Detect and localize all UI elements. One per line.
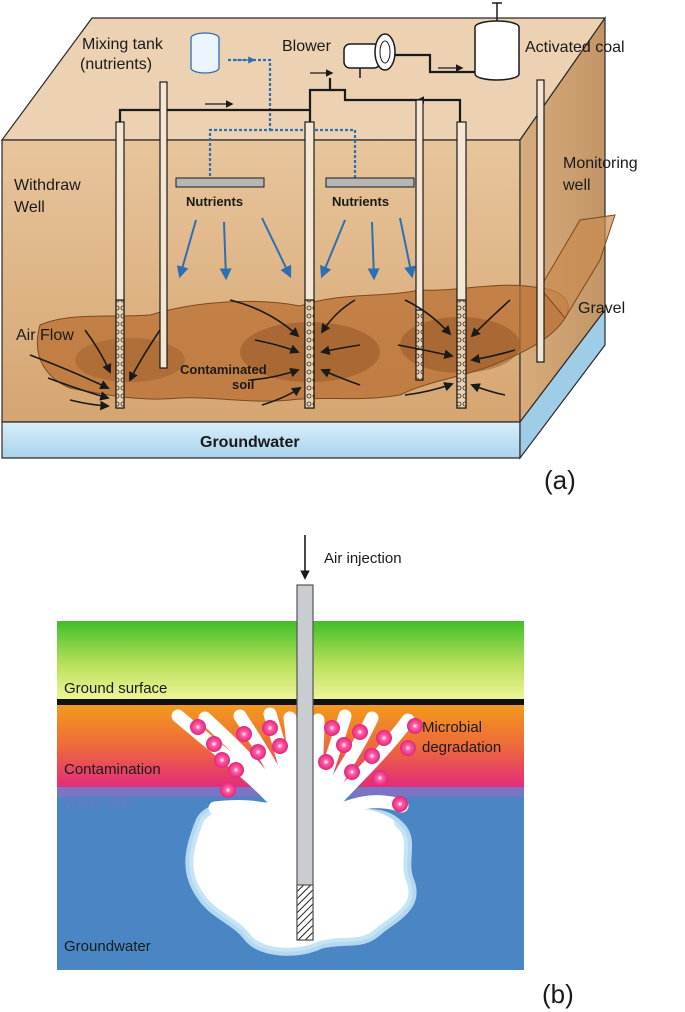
- label-microbial-1: Microbial: [422, 719, 482, 736]
- label-nutrients-right: Nutrients: [332, 194, 389, 209]
- mixing-tank: [190, 32, 220, 74]
- extraction-well-center: [304, 121, 315, 409]
- label-withdraw-well-2: Well: [14, 199, 45, 216]
- label-water-table: Water table: [64, 795, 135, 811]
- label-activated-coal: Activated coal: [525, 39, 625, 56]
- injection-well-left: [159, 81, 168, 369]
- withdraw-well: [115, 121, 125, 409]
- monitoring-well: [536, 79, 545, 363]
- extraction-well-right: [456, 121, 467, 409]
- nutrient-spreader-right: [325, 177, 415, 188]
- label-blower: Blower: [282, 38, 332, 55]
- ground-surface-band: [57, 621, 524, 700]
- label-gravel: Gravel: [578, 300, 625, 317]
- label-monitoring-well-2: well: [562, 177, 591, 194]
- blower: [343, 33, 396, 78]
- microbes: [190, 718, 423, 812]
- label-air-flow: Air Flow: [16, 327, 74, 344]
- label-air-injection: Air injection: [324, 550, 402, 567]
- label-monitoring-well-1: Monitoring: [563, 155, 638, 172]
- label-mixing-tank-1: Mixing tank: [82, 36, 164, 53]
- groundwater-side: [519, 308, 606, 460]
- nutrient-feed-line: [208, 58, 357, 178]
- air-flow-arrows: [29, 299, 516, 411]
- panel-a: Mixing tank (nutrients) Blower Activated…: [0, 2, 638, 495]
- plume-extension: [539, 214, 616, 319]
- pipe-screen: [296, 884, 314, 941]
- label-contamination: Contamination: [64, 761, 161, 778]
- label-contaminated-soil-1: Contaminated: [180, 362, 267, 377]
- label-nutrients-left: Nutrients: [186, 194, 243, 209]
- contaminated-soil-plume: [36, 284, 569, 402]
- panel-b-tag: (b): [542, 979, 574, 1009]
- activated-coal-tank: [474, 2, 520, 81]
- label-groundwater-b: Groundwater: [64, 938, 151, 955]
- label-mixing-tank-2: (nutrients): [80, 56, 152, 73]
- label-ground-surface: Ground surface: [64, 680, 167, 697]
- label-microbial-2: degradation: [422, 739, 501, 756]
- label-groundwater-a: Groundwater: [200, 434, 300, 451]
- panel-a-tag: (a): [544, 465, 576, 495]
- nutrient-arrows: [176, 217, 416, 281]
- panel-b: Air injection Ground surface Microbial d…: [57, 535, 574, 1009]
- label-withdraw-well-1: Withdraw: [14, 177, 81, 194]
- label-contaminated-soil-2: soil: [232, 377, 254, 392]
- nutrient-spreader-left: [175, 177, 265, 188]
- injection-well-right: [415, 99, 424, 381]
